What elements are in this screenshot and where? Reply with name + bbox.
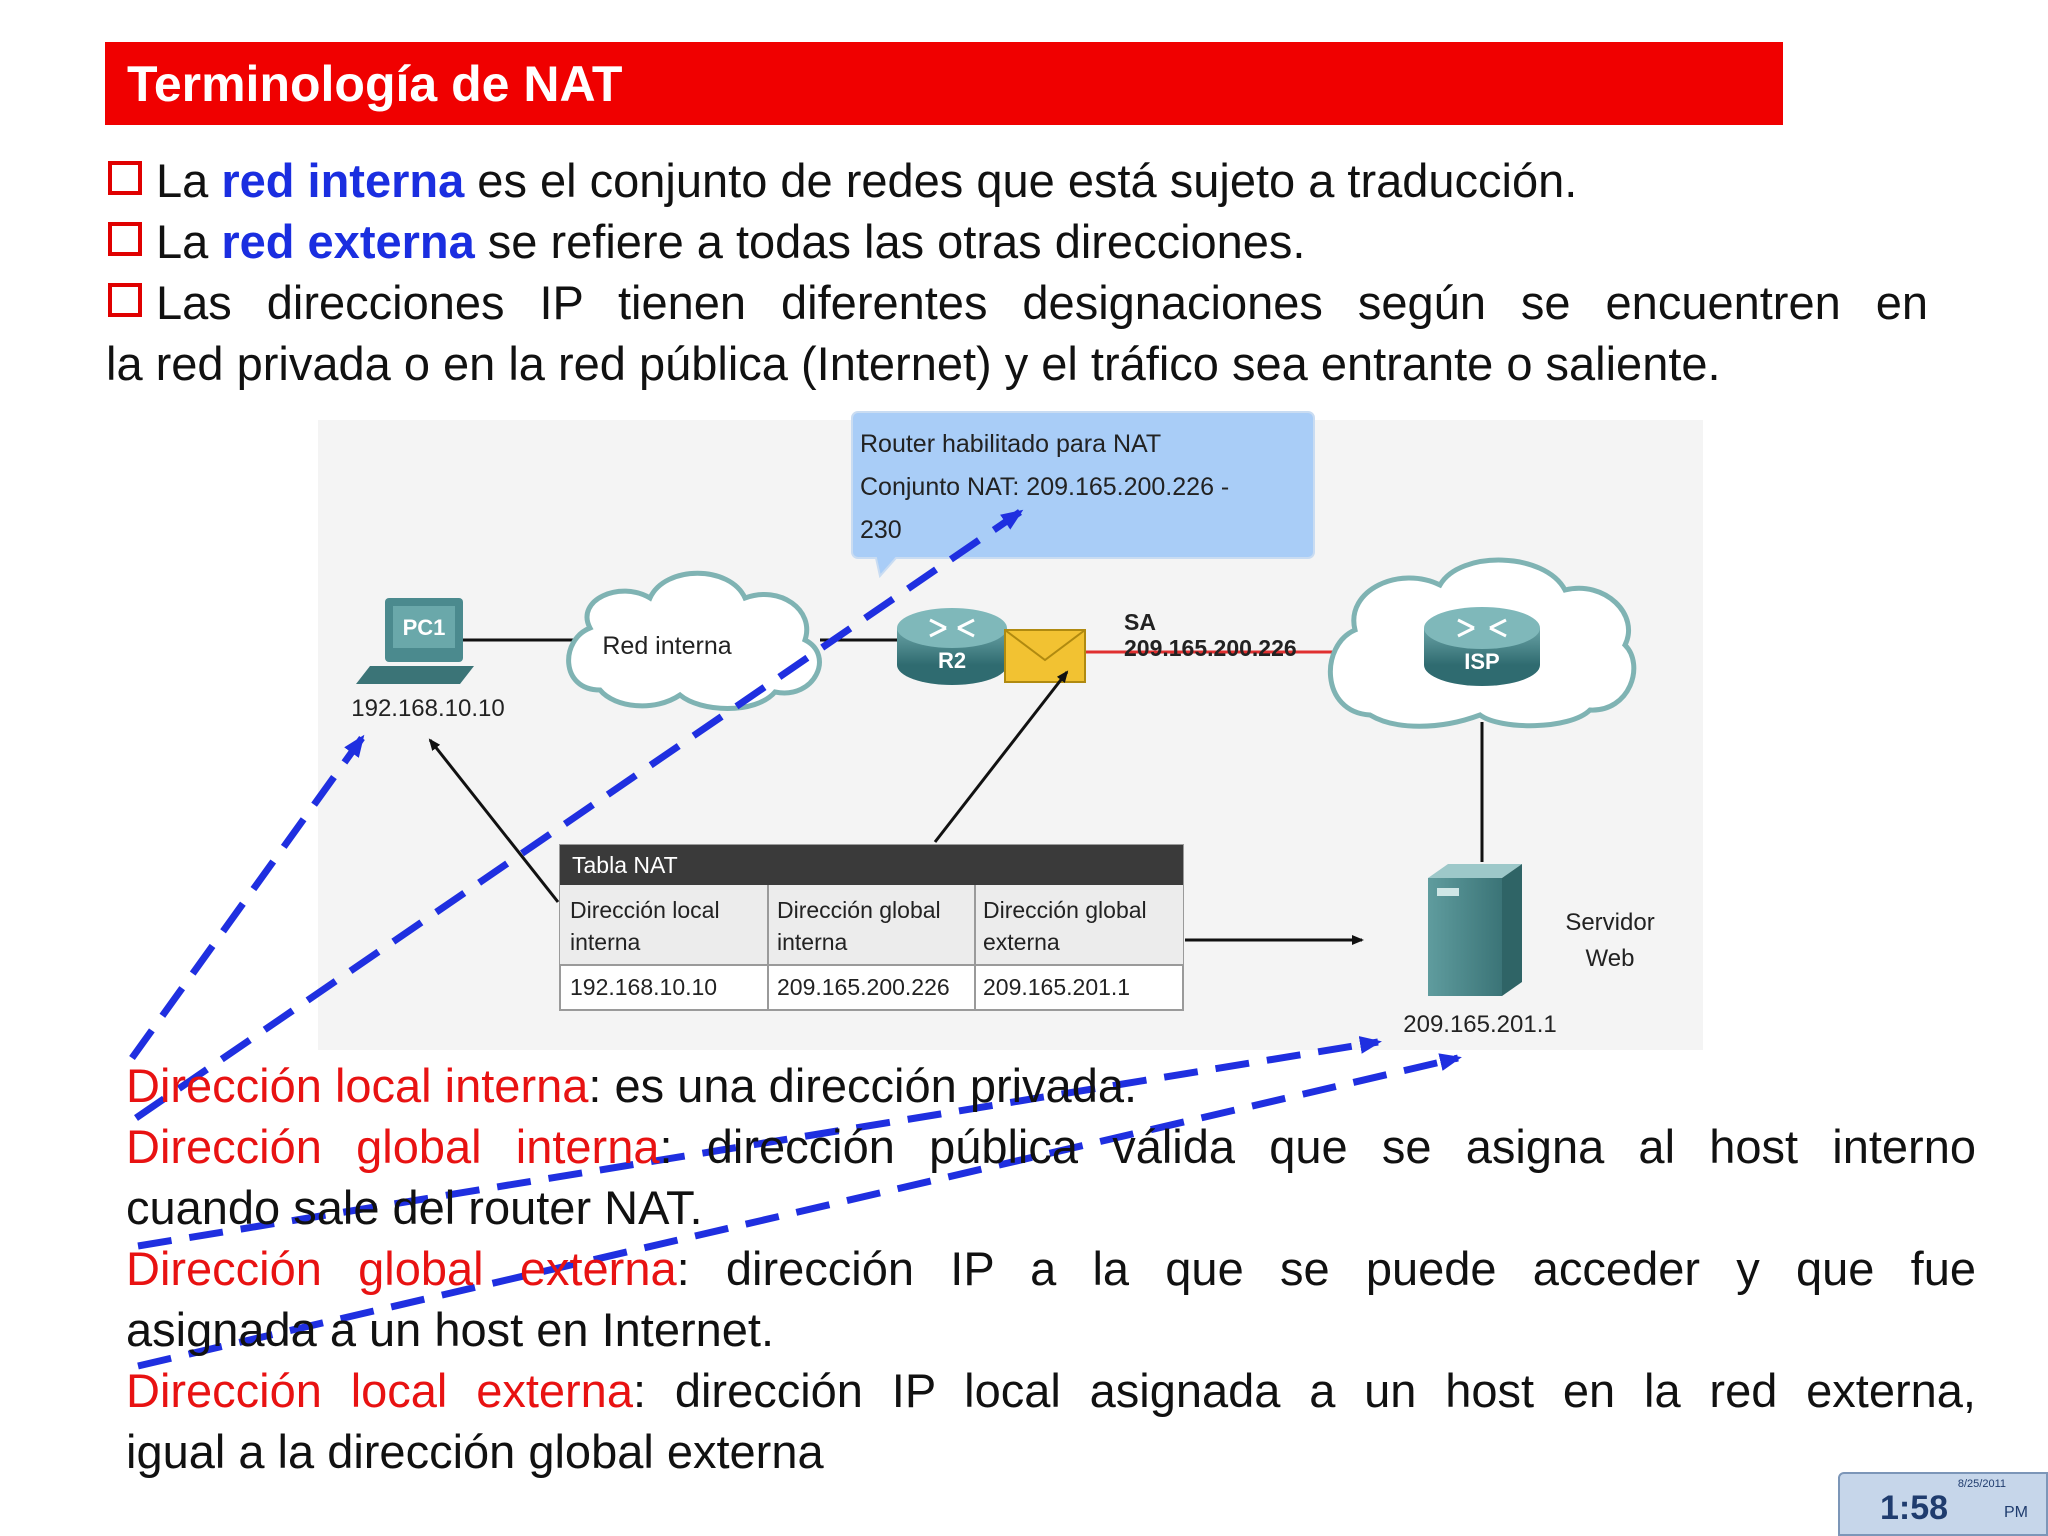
bullet-text: se refiere a todas las otras direcciones… <box>474 215 1306 268</box>
isp-router-icon: ISP <box>1424 607 1540 686</box>
term-local-interna: Dirección local interna <box>126 1059 589 1112</box>
nat-table: Tabla NAT Dirección local interna Direcc… <box>559 844 1184 1011</box>
blue-arrow-local-externa-to-server <box>137 1053 1462 1370</box>
taskbar-clock[interactable]: 8/25/2011 1:58 PM <box>1838 1472 2048 1536</box>
term-red-interna: red interna <box>221 154 465 207</box>
definition-text: : dirección IP local asignada a un host … <box>632 1364 1976 1417</box>
bullet-text: la red privada o en la red pública (Inte… <box>106 337 1721 390</box>
title-bar: Terminología de NAT <box>105 42 1783 125</box>
clock-date: 8/25/2011 <box>1957 1478 2006 1490</box>
definitions-list: Dirección local interna: es una direcció… <box>126 1055 1976 1482</box>
server-label-2: Web <box>1586 945 1635 972</box>
blue-arrow-local-interna-to-pc <box>129 734 365 1061</box>
checkbox-bullet-icon <box>108 161 142 195</box>
isp-label: ISP <box>1464 649 1499 674</box>
arrow-to-pc1 <box>428 738 560 903</box>
definition-global-interna: Dirección global interna: dirección públ… <box>126 1116 1976 1177</box>
internal-network-cloud-icon <box>566 570 822 711</box>
definition-local-externa: Dirección local externa: dirección IP lo… <box>126 1360 1976 1421</box>
server-label-1: Servidor <box>1565 909 1654 936</box>
bullet-text: La <box>156 215 222 268</box>
nat-table-title: Tabla NAT <box>572 852 678 878</box>
definition-text: : es una dirección privada. <box>588 1059 1138 1112</box>
nat-table-cell: 192.168.10.10 <box>570 974 717 1000</box>
nat-table-header: Dirección global <box>777 897 941 923</box>
callout-line-2: Conjunto NAT: 209.165.200.226 - <box>860 473 1229 501</box>
nat-table-header: Dirección global <box>983 897 1147 923</box>
bullet-text: Las direcciones IP tienen diferentes des… <box>156 276 1928 329</box>
nat-table-cell: 209.165.200.226 <box>777 974 950 1000</box>
bullet-direcciones-ip-cont: la red privada o en la red pública (Inte… <box>106 333 1928 394</box>
term-local-externa: Dirección local externa <box>126 1364 633 1417</box>
web-server-icon <box>1428 864 1522 996</box>
nat-router-callout: Router habilitado para NAT Conjunto NAT:… <box>851 411 1315 579</box>
nat-table-header: externa <box>983 929 1060 955</box>
bullet-text: es el conjunto de redes que está sujeto … <box>464 154 1578 207</box>
blue-arrow-global-interna-to-callout <box>134 509 1024 1121</box>
definition-text: asignada a un host en Internet. <box>126 1303 775 1356</box>
bullet-red-externa: La red externa se refiere a todas las ot… <box>108 211 1928 272</box>
definition-text: cuando sale del router NAT. <box>126 1181 703 1234</box>
term-global-externa: Dirección global externa <box>126 1242 677 1295</box>
callout-line-3: 230 <box>860 516 902 544</box>
router-r2-label: R2 <box>938 648 966 673</box>
definition-global-interna-cont: cuando sale del router NAT. <box>126 1177 1976 1238</box>
blue-annotation-arrows <box>129 509 1462 1370</box>
callout-line-1: Router habilitado para NAT <box>860 430 1161 458</box>
bullet-red-interna: La red interna es el conjunto de redes q… <box>108 150 1928 211</box>
definition-text: igual a la dirección global externa <box>126 1425 824 1478</box>
router-r2-icon: R2 <box>897 608 1007 685</box>
server-ip: 209.165.201.1 <box>1403 1011 1556 1038</box>
nat-table-header: interna <box>777 929 848 955</box>
bullet-text: La <box>156 154 222 207</box>
clock-time: 1:58 <box>1880 1489 1949 1527</box>
pc1-ip: 192.168.10.10 <box>351 695 504 722</box>
definition-global-externa-cont: asignada a un host en Internet. <box>126 1299 1976 1360</box>
definition-text: : dirección pública válida que se asigna… <box>659 1120 1976 1173</box>
term-global-interna: Dirección global interna <box>126 1120 660 1173</box>
nat-table-header: Dirección local <box>570 897 720 923</box>
slide-title: Terminología de NAT <box>127 56 623 112</box>
definition-global-externa: Dirección global externa: dirección IP a… <box>126 1238 1976 1299</box>
clock-ampm: PM <box>2004 1504 2028 1521</box>
definition-local-interna: Dirección local interna: es una direcció… <box>126 1055 1976 1116</box>
nat-table-cell: 209.165.201.1 <box>983 974 1130 1000</box>
definition-text: : dirección IP a la que se puede acceder… <box>676 1242 1977 1295</box>
sa-ip: 209.165.200.226 <box>1124 635 1297 661</box>
packet-envelope-icon <box>1004 629 1086 683</box>
definition-local-externa-cont: igual a la dirección global externa <box>126 1421 1976 1482</box>
checkbox-bullet-icon <box>108 283 142 317</box>
pc1-label: PC1 <box>403 615 446 640</box>
arrow-to-router <box>933 670 1069 843</box>
sa-label: SA <box>1124 609 1156 635</box>
checkbox-bullet-icon <box>108 222 142 256</box>
blue-arrow-global-externa-to-server <box>137 1036 1382 1250</box>
nat-table-header: interna <box>570 929 641 955</box>
bullet-direcciones-ip: Las direcciones IP tienen diferentes des… <box>108 272 1928 333</box>
internal-network-label: Red interna <box>602 632 731 660</box>
bullet-list: La red interna es el conjunto de redes q… <box>106 150 1928 394</box>
pc1-computer-icon: PC1 <box>356 598 474 684</box>
term-red-externa: red externa <box>221 215 475 268</box>
